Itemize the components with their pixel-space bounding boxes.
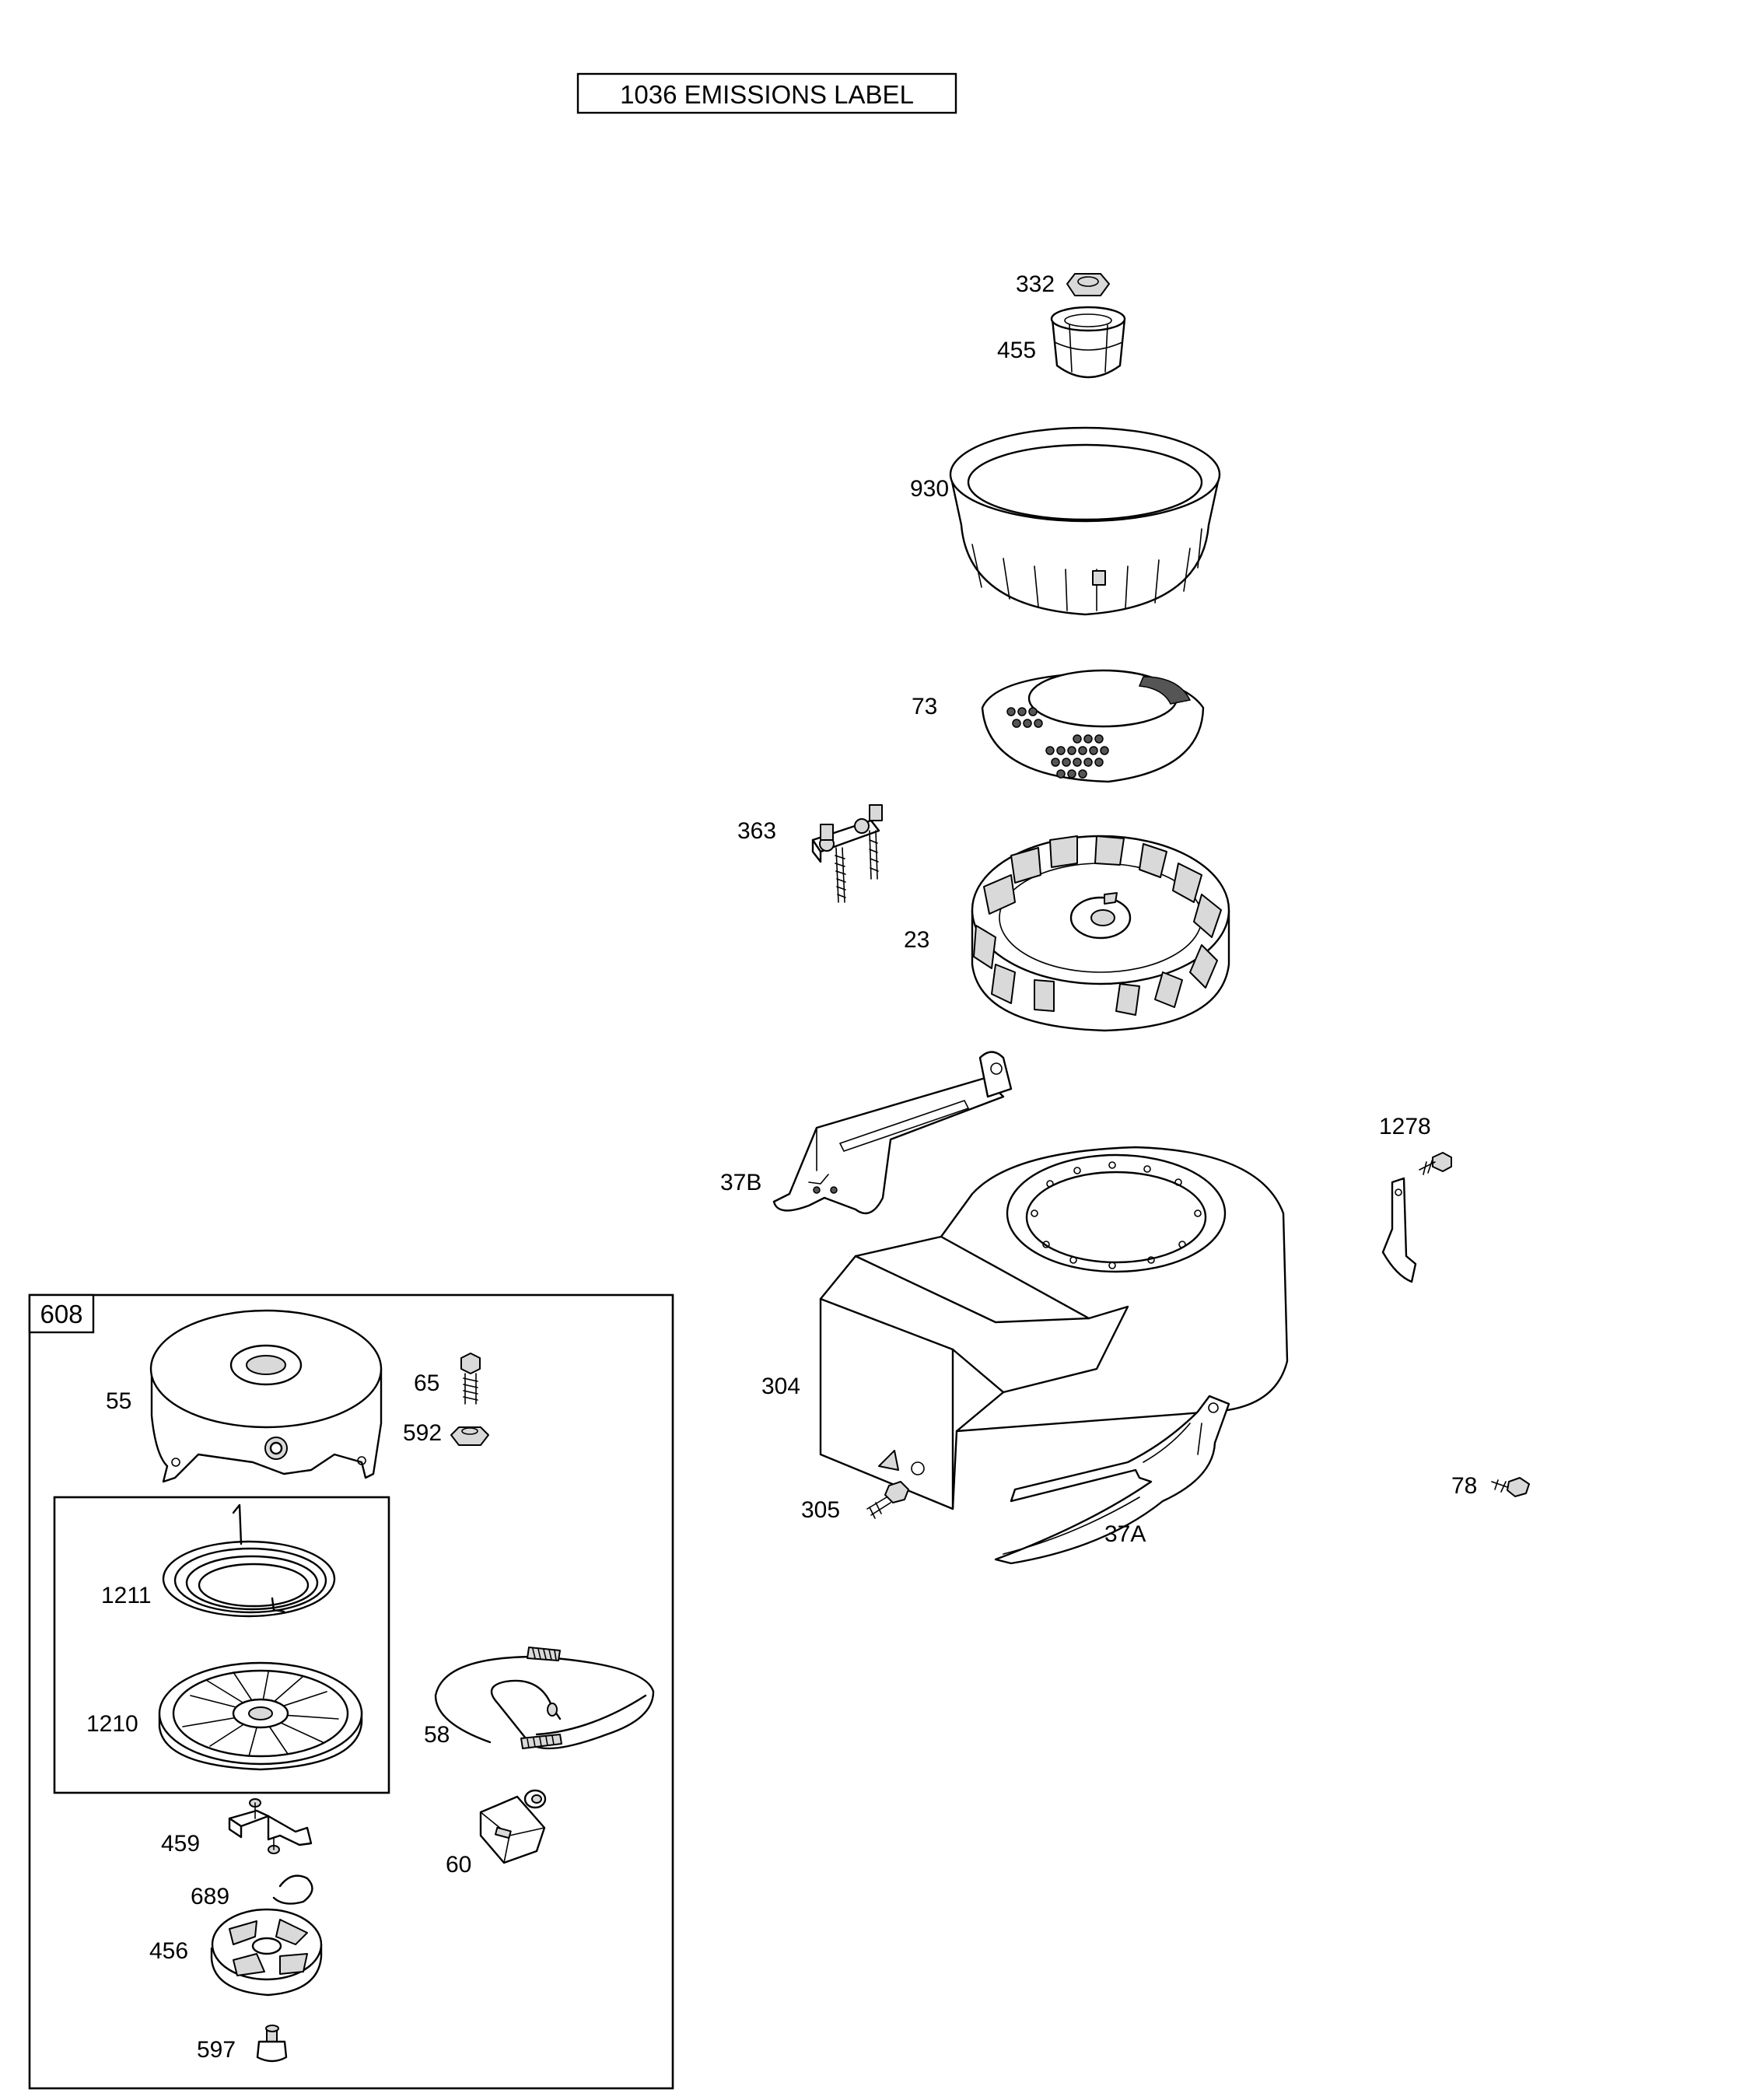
part-37A-air-vane	[994, 1395, 1230, 1565]
kit-608-frame: 608	[28, 1293, 674, 2090]
label-304: 304	[761, 1374, 800, 1399]
part-930-rotating-screen	[949, 426, 1221, 616]
part-1211-rewind-spring	[162, 1503, 336, 1618]
label-930: 930	[910, 476, 949, 502]
label-60: 60	[446, 1852, 471, 1878]
label-73: 73	[912, 694, 937, 719]
part-60-rope-handle	[479, 1789, 547, 1864]
label-65: 65	[414, 1370, 439, 1396]
part-1278-screw	[1419, 1152, 1452, 1175]
part-592-nut	[450, 1426, 489, 1446]
part-332-nut	[1066, 273, 1110, 296]
label-78: 78	[1451, 1473, 1477, 1499]
part-bracket-plate	[1381, 1177, 1417, 1283]
emissions-label-box: 1036 EMISSIONS LABEL	[576, 72, 957, 114]
part-1210-pulley	[158, 1661, 363, 1771]
part-363-bracket	[811, 804, 883, 903]
emissions-label-text: 1036 EMISSIONS LABEL	[620, 80, 914, 109]
part-37B-air-vane	[772, 1051, 1013, 1215]
label-455: 455	[997, 338, 1036, 363]
part-23-flywheel	[971, 835, 1230, 1032]
part-73-screen	[981, 669, 1205, 783]
part-78-screw	[1491, 1477, 1530, 1497]
part-459-starter-dog	[228, 1798, 313, 1854]
part-304-blower-housing	[819, 1146, 1289, 1510]
label-459: 459	[161, 1831, 200, 1857]
part-305-screw	[866, 1481, 909, 1519]
label-363: 363	[737, 818, 776, 844]
label-456: 456	[149, 1938, 188, 1964]
label-1278: 1278	[1379, 1114, 1431, 1139]
label-597: 597	[197, 2037, 236, 2063]
label-55: 55	[106, 1388, 131, 1414]
label-592: 592	[403, 1420, 442, 1446]
part-65-screw	[460, 1353, 481, 1405]
label-37B: 37B	[720, 1170, 761, 1195]
label-305: 305	[801, 1497, 840, 1523]
part-455-cup	[1050, 306, 1126, 379]
label-689: 689	[191, 1884, 229, 1909]
label-332: 332	[1016, 271, 1055, 297]
label-58: 58	[424, 1722, 450, 1748]
label-1210: 1210	[86, 1711, 138, 1737]
part-456-ratchet	[210, 1908, 323, 1997]
part-597-screw	[256, 2025, 288, 2063]
part-58-starter-rope	[434, 1647, 655, 1750]
label-1211: 1211	[101, 1583, 152, 1608]
kit-608-label: 608	[40, 1300, 82, 1328]
part-689-retainer	[272, 1874, 313, 1905]
label-23: 23	[904, 927, 929, 953]
part-55-starter-housing	[149, 1309, 383, 1483]
label-37A: 37A	[1104, 1521, 1146, 1547]
spring-pulley-subframe	[53, 1496, 390, 1794]
